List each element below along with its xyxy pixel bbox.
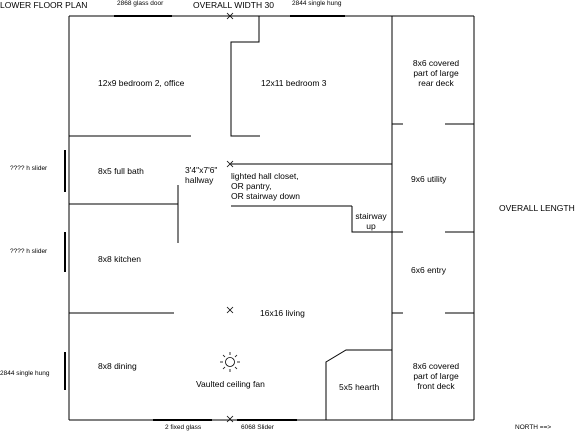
- opening-top-right: 2844 single hung: [292, 0, 342, 7]
- room-stairway: stairway up: [351, 211, 391, 231]
- rear-deck-line-2: part of large: [413, 68, 459, 78]
- north-indicator: NORTH ==>: [515, 424, 552, 431]
- rear-deck-line-3: rear deck: [418, 78, 454, 88]
- opening-left-upper: ???? h slider: [10, 165, 48, 172]
- room-front-deck: 8x6 covered part of large front deck: [404, 361, 468, 391]
- closet-line-2: OR pantry,: [231, 181, 272, 191]
- opening-top-left: 2868 glass door: [117, 0, 164, 7]
- room-rear-deck: 8x6 covered part of large rear deck: [404, 58, 468, 88]
- opening-left-middle: ???? h slider: [10, 248, 48, 255]
- room-bedroom-3: 12x11 bedroom 3: [261, 78, 327, 88]
- stairway-line-1: stairway: [355, 211, 387, 221]
- closet-line-1: lighted hall closet,: [231, 171, 299, 181]
- opening-left-lower: 2844 single hung: [0, 370, 50, 377]
- room-hall-closet: lighted hall closet, OR pantry, OR stair…: [231, 171, 300, 201]
- stairway-line-2: up: [366, 221, 376, 231]
- room-hallway: 3'4"x7'6" hallway: [185, 165, 217, 185]
- rear-deck-line-1: 8x6 covered: [412, 58, 460, 68]
- room-living: 16x16 living: [260, 308, 305, 318]
- room-kitchen: 8x8 kitchen: [98, 254, 141, 264]
- plan-title: LOWER FLOOR PLAN: [0, 0, 88, 10]
- hallway-size: 3'4"x7'6": [185, 165, 218, 175]
- room-full-bath: 8x5 full bath: [98, 166, 144, 176]
- front-deck-line-3: front deck: [417, 381, 455, 391]
- interior-walls: [69, 16, 474, 420]
- opening-bottom-left: 2 fixed glass: [165, 424, 202, 431]
- closet-line-3: OR stairway down: [231, 191, 300, 201]
- fan-label: Vaulted ceiling fan: [196, 379, 265, 389]
- overall-length-label: OVERALL LENGTH 32: [499, 203, 576, 213]
- room-dining: 8x8 dining: [98, 361, 137, 371]
- overall-width-label: OVERALL WIDTH 30: [193, 0, 274, 10]
- opening-bottom-right: 6068 Slider: [241, 424, 274, 431]
- openings: [64, 15, 345, 421]
- room-bedroom-2: 12x9 bedroom 2, office: [98, 78, 185, 88]
- room-entry: 6x6 entry: [411, 265, 446, 275]
- x-marks: [226, 12, 234, 423]
- front-deck-line-2: part of large: [413, 371, 459, 381]
- front-deck-line-1: 8x6 covered: [412, 361, 460, 371]
- room-hearth: 5x5 hearth: [339, 382, 380, 392]
- room-utility: 9x6 utility: [411, 174, 447, 184]
- ceiling-fan-icon: [220, 352, 240, 372]
- hallway-name: hallway: [185, 175, 214, 185]
